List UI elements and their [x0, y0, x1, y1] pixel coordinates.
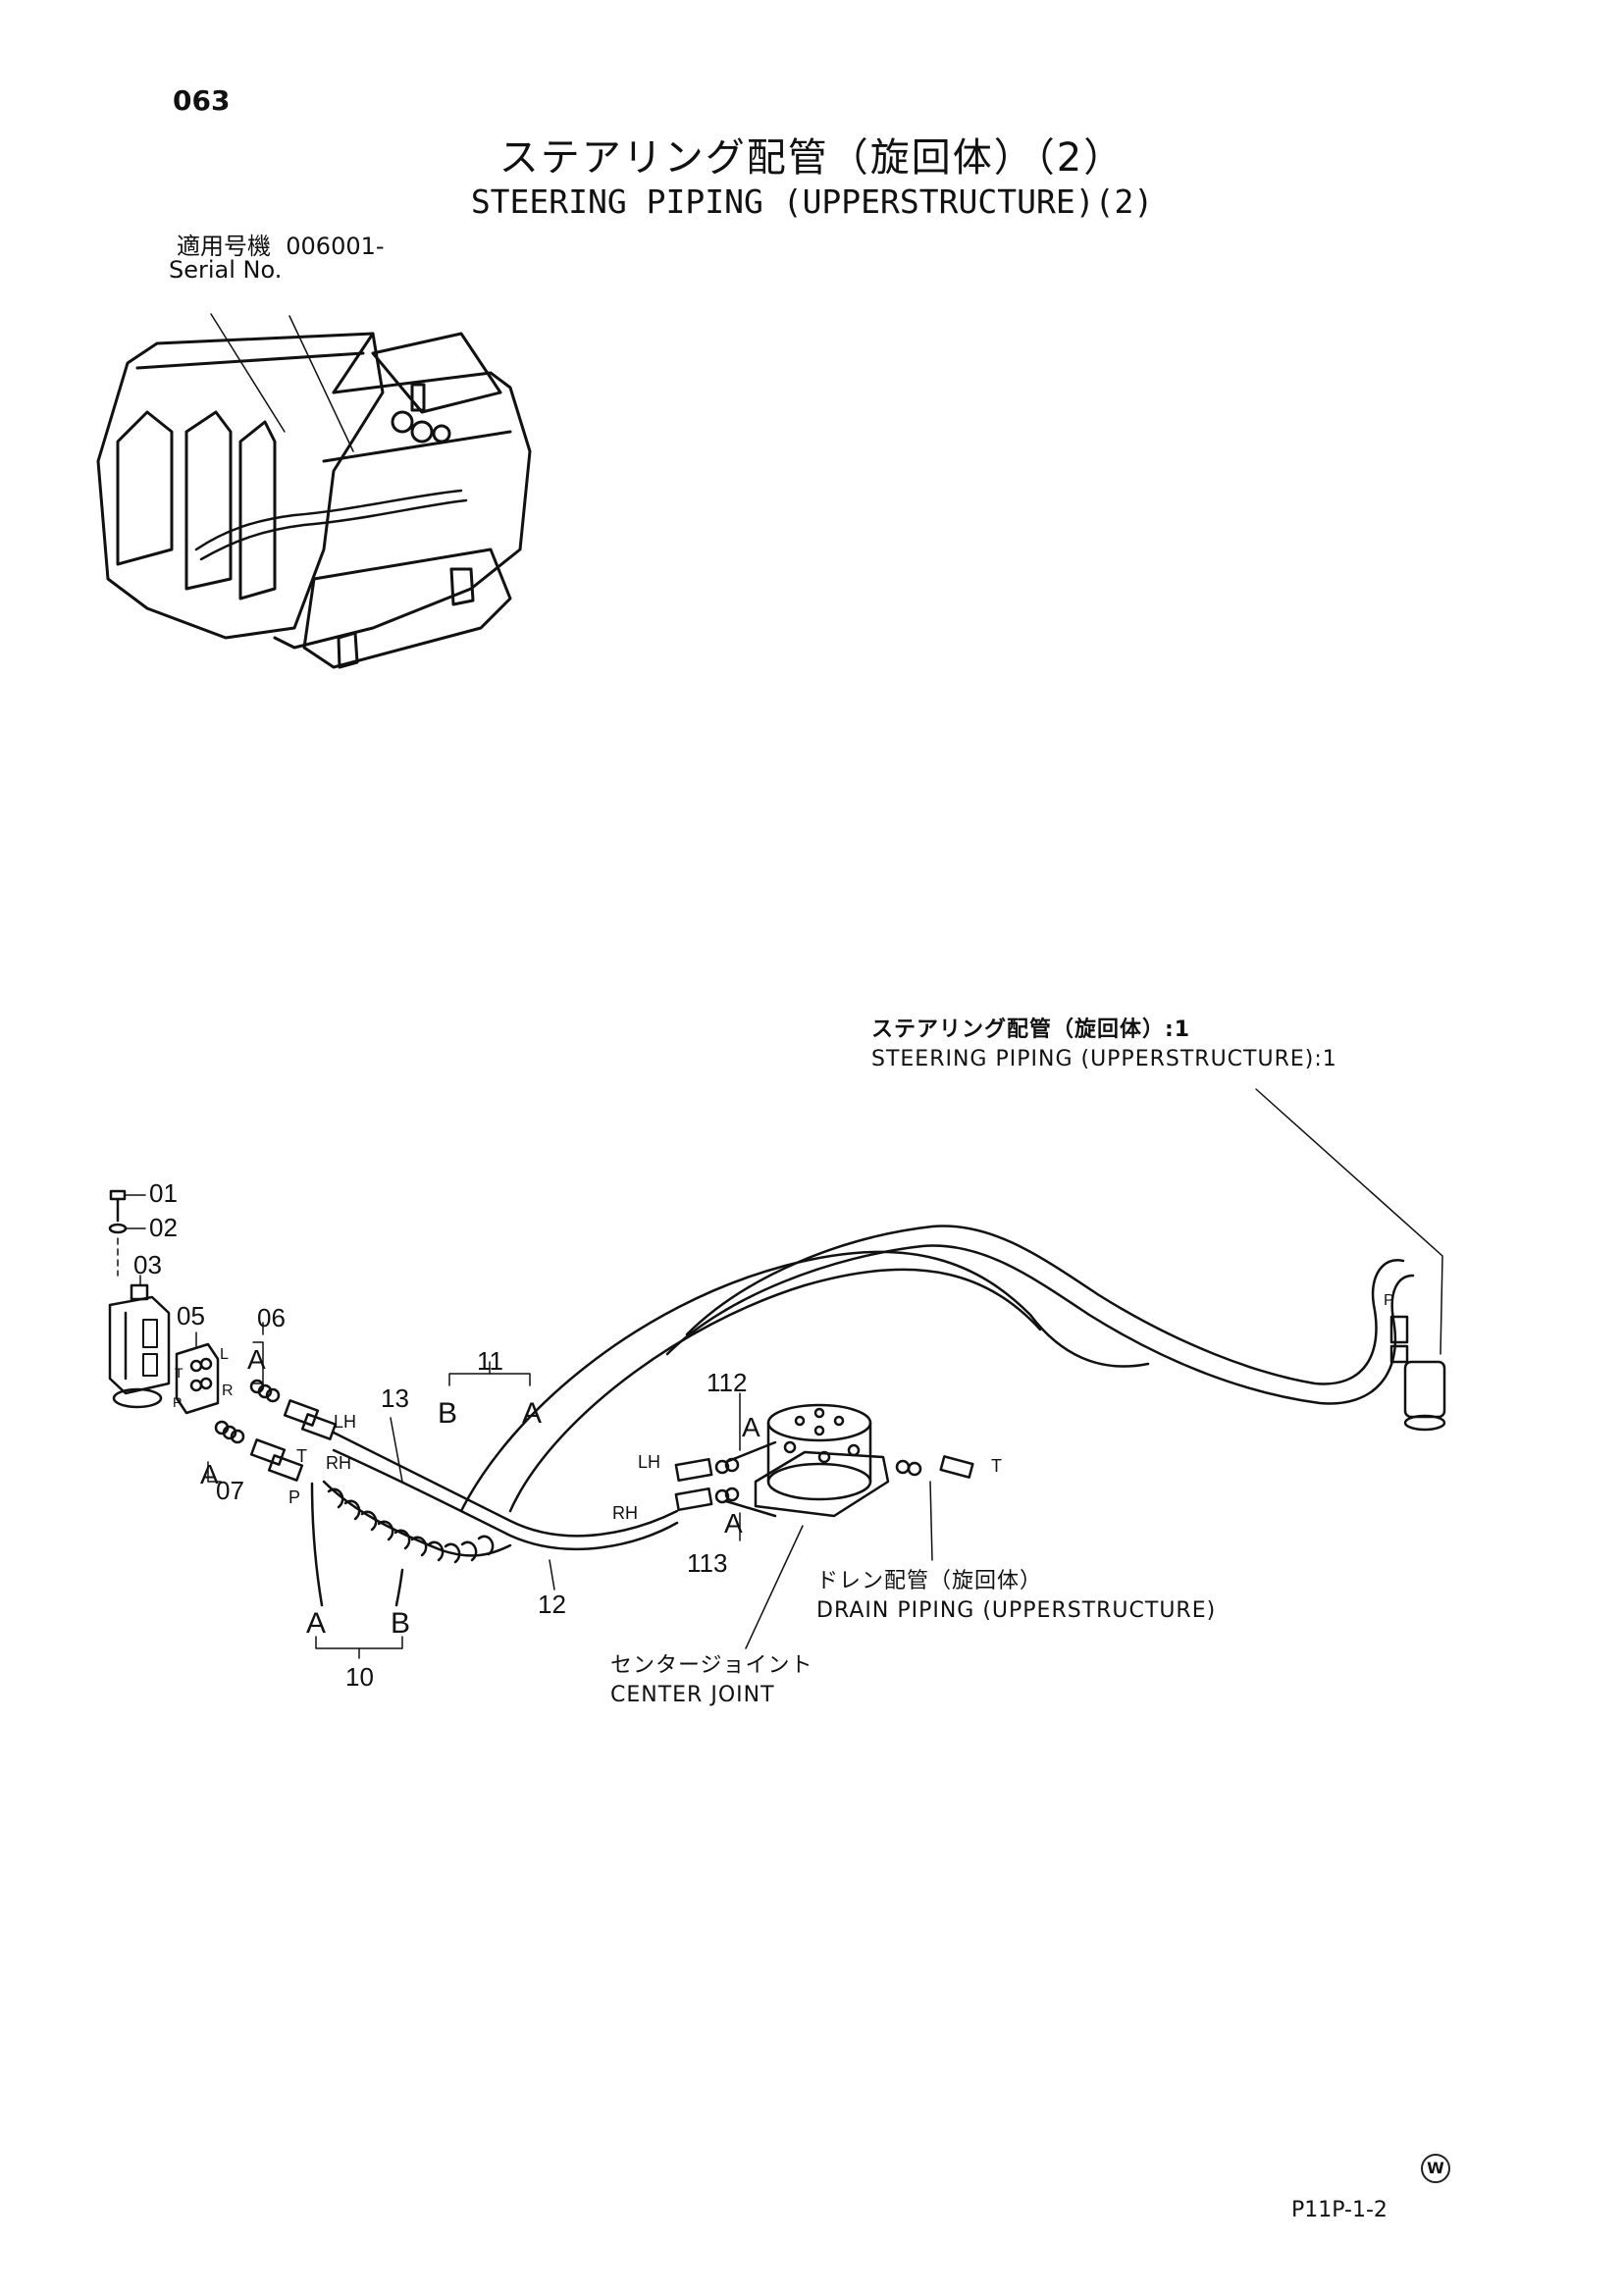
steering-valve-part-03	[108, 1275, 171, 1409]
port-p-remote: P	[1384, 1292, 1394, 1309]
callout-drain-jp: ドレン配管（旋回体）	[816, 1569, 1043, 1593]
port-lh-manifold: LH	[334, 1412, 356, 1432]
fitting-part-06	[249, 1379, 281, 1403]
port-a-07: A	[200, 1459, 219, 1489]
port-a-10: A	[306, 1607, 326, 1640]
port-a-112: A	[742, 1412, 760, 1442]
port-b-11: B	[438, 1397, 457, 1430]
part-label-03: 03	[133, 1250, 162, 1279]
port-t-manifold: T	[296, 1446, 307, 1466]
manifold-block-part-05	[175, 1331, 220, 1415]
serial-label-en: Serial No.	[169, 256, 283, 284]
port-a-11: A	[522, 1397, 542, 1430]
part-label-113: 113	[687, 1548, 727, 1578]
port-t-drain: T	[991, 1456, 1002, 1476]
part-label-11: 11	[477, 1346, 503, 1376]
page-number: 063	[173, 84, 231, 117]
w-circle-mark: W	[1421, 2154, 1450, 2183]
title-japanese: ステアリング配管（旋回体）（2）	[498, 135, 1126, 181]
part-label-07: 07	[216, 1476, 244, 1505]
machine-illustration	[96, 313, 532, 669]
part-label-112: 112	[707, 1368, 747, 1397]
diagram-labels: 01 02 03 05 06 07 10 11 12 13 112 113 A …	[133, 1178, 1394, 1692]
coiled-hose-part-10	[322, 1480, 512, 1564]
part-label-02: 02	[149, 1213, 178, 1242]
port-rh-joint: RH	[612, 1503, 638, 1523]
port-rh-manifold: RH	[326, 1453, 351, 1473]
port-b-10: B	[391, 1607, 410, 1640]
port-lh-joint: LH	[638, 1452, 660, 1472]
callout-steering-ref-en: STEERING PIPING (UPPERSTRUCTURE):1	[871, 1047, 1337, 1071]
title-english: STEERING PIPING (UPPERSTRUCTURE)(2)	[470, 183, 1154, 221]
port-a-113: A	[724, 1508, 743, 1539]
port-t-block: T	[175, 1365, 183, 1381]
part-label-10: 10	[345, 1662, 374, 1692]
washer-part-02	[108, 1223, 146, 1234]
serial-line: 適用号機 006001-	[177, 234, 385, 259]
port-r-block: R	[222, 1383, 234, 1399]
serial-label-jp: 適用号機	[177, 233, 271, 260]
piping-diagram	[108, 1088, 1446, 1659]
part-label-13: 13	[381, 1383, 409, 1413]
part-label-06: 06	[257, 1303, 286, 1332]
port-p-block: P	[173, 1394, 182, 1410]
part-label-12: 12	[538, 1590, 566, 1619]
callout-center-joint-en: CENTER JOINT	[610, 1683, 775, 1707]
part-label-01: 01	[149, 1178, 178, 1208]
port-p-manifold: P	[288, 1487, 300, 1507]
part-label-05: 05	[177, 1301, 205, 1331]
fitting-part-07	[214, 1420, 245, 1444]
port-l-block: L	[220, 1346, 229, 1363]
document-code: P11P-1-2	[1291, 2198, 1388, 2222]
bolt-part-01	[109, 1189, 146, 1223]
serial-value: 006001-	[286, 233, 385, 260]
remote-valve	[1255, 1088, 1446, 1432]
callout-center-joint-jp: センタージョイント	[610, 1653, 813, 1678]
callout-steering-ref-jp: ステアリング配管（旋回体）:1	[871, 1018, 1191, 1042]
callout-drain-en: DRAIN PIPING (UPPERSTRUCTURE)	[816, 1598, 1217, 1623]
port-a-06: A	[247, 1344, 266, 1375]
